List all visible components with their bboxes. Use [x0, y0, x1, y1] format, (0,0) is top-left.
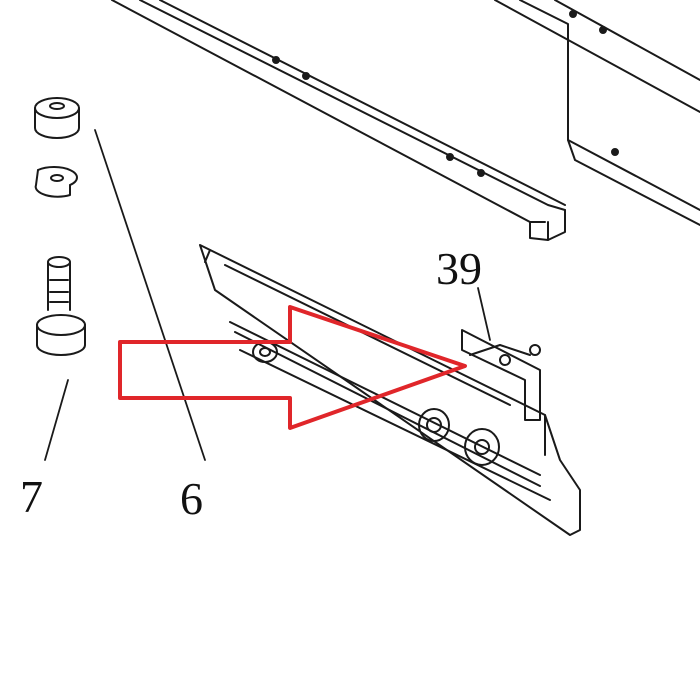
part-label-6: 6	[180, 473, 203, 524]
top-rail	[111, 0, 566, 241]
red-arrow-indicator	[118, 305, 467, 430]
part-label-39: 39	[436, 243, 482, 294]
bracket-plate	[199, 244, 581, 536]
bolt-part	[36, 256, 86, 356]
frame	[494, 0, 700, 226]
washer-parts	[34, 97, 80, 198]
part-label-7: 7	[20, 471, 43, 522]
leader-lines	[44, 129, 491, 461]
